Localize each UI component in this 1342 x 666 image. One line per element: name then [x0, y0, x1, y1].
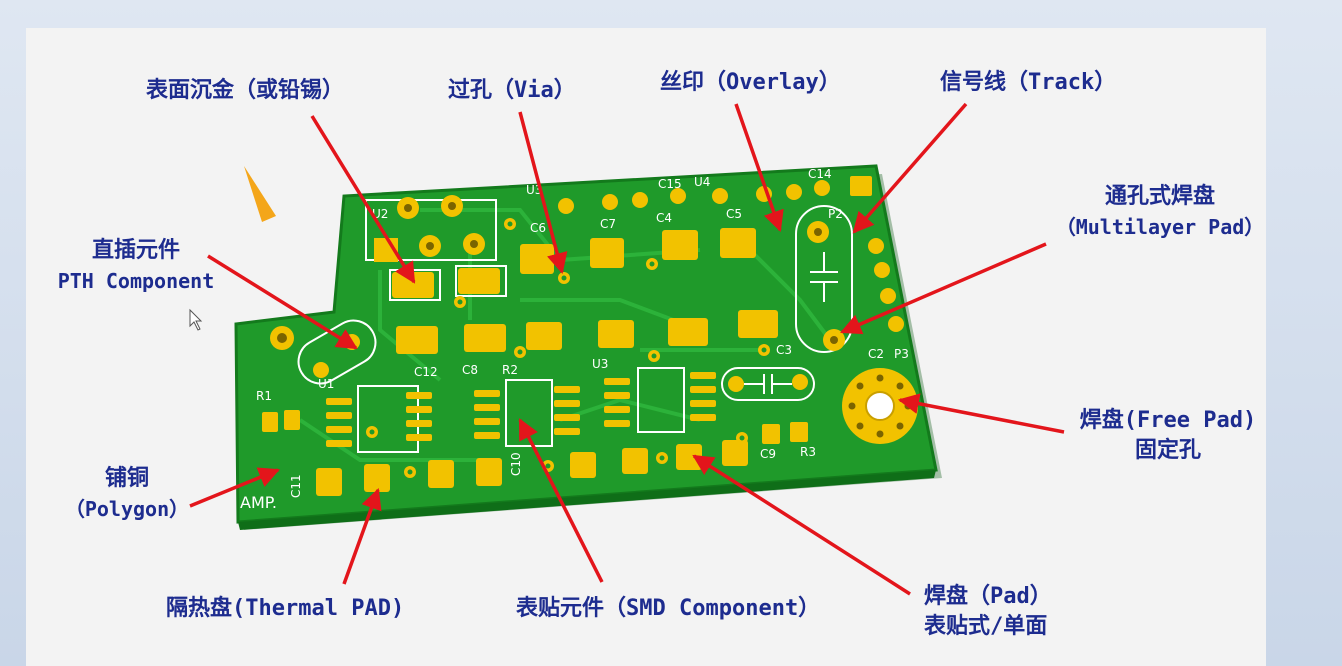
label-thermal-pad: 隔热盘(Thermal PAD): [166, 596, 405, 621]
label-multilayer-pad-line2: （Multilayer Pad）: [1055, 215, 1265, 239]
silk-amp: AMP.: [240, 493, 277, 512]
label-overlay: 丝印（Overlay）: [660, 70, 841, 95]
ic-pins: [326, 372, 716, 447]
silk-c15: C15: [658, 177, 682, 191]
silk-c10: C10: [509, 452, 523, 476]
silk-p3: P3: [894, 347, 909, 361]
arrow-track: [852, 102, 968, 234]
silk-c8: C8: [462, 363, 478, 377]
label-via: 过孔（Via）: [448, 78, 576, 103]
label-pth-component: 直插元件 PTH Component: [50, 236, 222, 296]
arrow-pad: [692, 454, 911, 596]
silk-c11: C11: [289, 474, 303, 498]
arrow-smd-component: [518, 418, 604, 583]
silk-c9: C9: [760, 447, 776, 461]
label-polygon: 铺铜 （Polygon）: [62, 464, 192, 524]
cursor-cone-icon: [244, 166, 276, 222]
label-free-pad-line2: 固定孔: [1134, 438, 1201, 463]
arrow-surface-finish: [310, 115, 416, 284]
label-pad-line1: 焊盘（Pad）: [924, 584, 1052, 609]
silkscreen-labels: U2 U3 C15 U4 C14 C6 C7 C4 C5 P2 C3 C2 P3…: [240, 167, 909, 512]
silk-c5: C5: [726, 207, 742, 221]
silk-u3: U3: [592, 357, 608, 371]
arrow-pth-component: [207, 254, 358, 350]
label-polygon-line1: 铺铜: [104, 466, 149, 491]
silk-r3: R3: [800, 445, 816, 459]
capacitor-symbols: [744, 252, 838, 394]
label-pth-component-line1: 直插元件: [91, 238, 180, 263]
silk-c2: C2: [868, 347, 884, 361]
label-free-pad-line1: 焊盘(Free Pad): [1079, 408, 1257, 433]
mouse-cursor-icon: [189, 308, 203, 331]
silk-r1: R1: [256, 389, 272, 403]
silk-c4: C4: [656, 211, 672, 225]
silk-c12: C12: [414, 365, 438, 379]
label-pad: 焊盘（Pad） 表贴式/单面: [924, 582, 1084, 642]
label-pad-line2: 表贴式/单面: [924, 614, 1048, 639]
mounting-hole: [842, 368, 918, 444]
label-smd-component: 表贴元件（SMD Component）: [516, 596, 821, 621]
label-multilayer-pad-line1: 通孔式焊盘: [1104, 184, 1215, 209]
arrow-polygon: [189, 467, 280, 508]
label-pth-component-line2: PTH Component: [57, 269, 215, 293]
silk-c3: C3: [776, 343, 792, 357]
arrow-free-pad: [897, 393, 1065, 434]
arrow-overlay: [734, 103, 784, 232]
silk-u1: U1: [318, 377, 334, 391]
label-track: 信号线（Track）: [940, 70, 1117, 95]
silk-c6: C6: [530, 221, 546, 235]
arrow-thermal-pad: [342, 488, 382, 585]
arrow-multilayer-pad: [840, 242, 1047, 335]
silk-p2: P2: [828, 207, 843, 221]
silk-c14: C14: [808, 167, 832, 181]
label-surface-finish: 表面沉金（或铅锡）: [146, 78, 345, 103]
annotation-arrows: [189, 102, 1065, 596]
label-polygon-line2: （Polygon）: [64, 497, 190, 521]
label-multilayer-pad: 通孔式焊盘 （Multilayer Pad）: [1052, 182, 1268, 242]
silkscreen-outlines: [297, 199, 853, 453]
vias: [366, 218, 770, 478]
arrow-via: [518, 111, 568, 275]
silk-u4: U4: [694, 175, 710, 189]
silk-c7: C7: [600, 217, 616, 231]
label-free-pad: 焊盘(Free Pad) 固定孔: [1068, 406, 1268, 466]
silk-r2: R2: [502, 363, 518, 377]
